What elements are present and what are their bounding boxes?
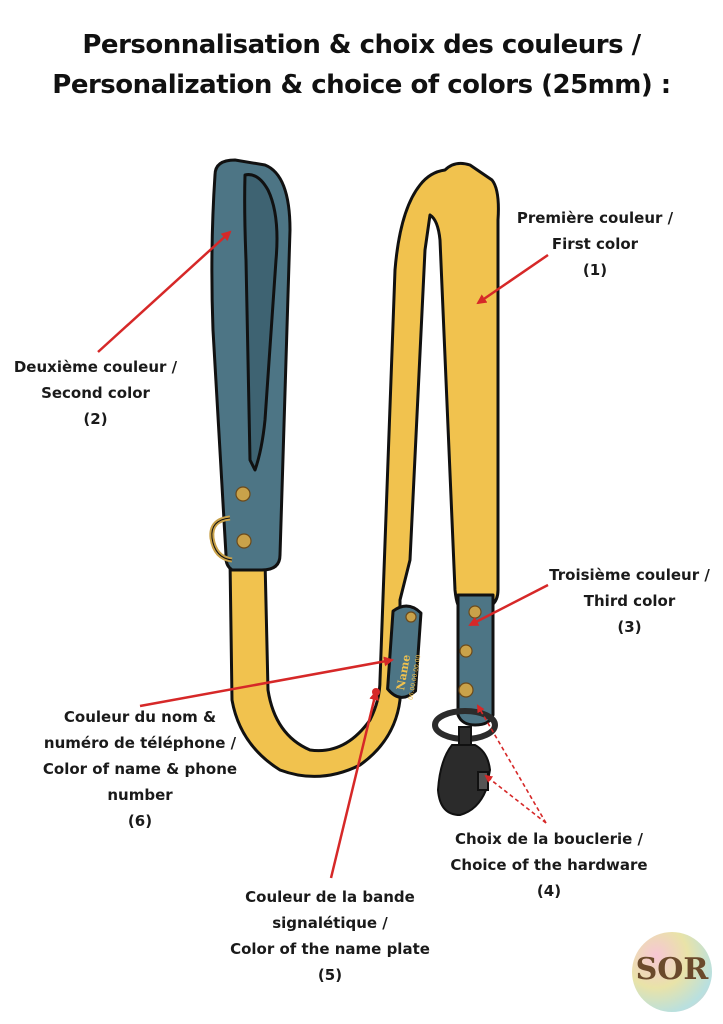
rivet-icon — [235, 486, 482, 698]
arrow-name-color — [139, 656, 394, 708]
arrow-third-color — [468, 583, 549, 627]
label-hardware: Choix de la bouclerie / Choice of the ha… — [450, 830, 648, 900]
name-plate — [386, 604, 423, 699]
page-title-line-1: Personnalisation & choix des couleurs / — [82, 30, 641, 60]
label-name-plate: Couleur de la bande signalétique / Color… — [230, 888, 430, 984]
logo-text: SOR — [635, 952, 709, 987]
label-second-color: Deuxième couleur / Second color (2) — [13, 358, 178, 428]
arrow-hardware-1 — [476, 704, 547, 824]
label-name-color: Couleur du nom & numéro de téléphone / C… — [42, 708, 238, 830]
arrow-name-plate — [329, 690, 379, 879]
arrow-first-color — [476, 253, 549, 305]
snap-hook-icon — [432, 708, 498, 817]
label-third-color: Troisième couleur / Third color (3) — [549, 566, 710, 636]
arrow-second-color — [97, 230, 232, 353]
brand-logo: SOR — [632, 932, 712, 1012]
plate-name-text: Name — [394, 654, 413, 692]
page-title-line-2: Personalization & choice of colors (25mm… — [52, 70, 671, 100]
label-first-color: Première couleur / First color (1) — [516, 209, 674, 279]
arrow-hardware-2 — [484, 774, 547, 824]
